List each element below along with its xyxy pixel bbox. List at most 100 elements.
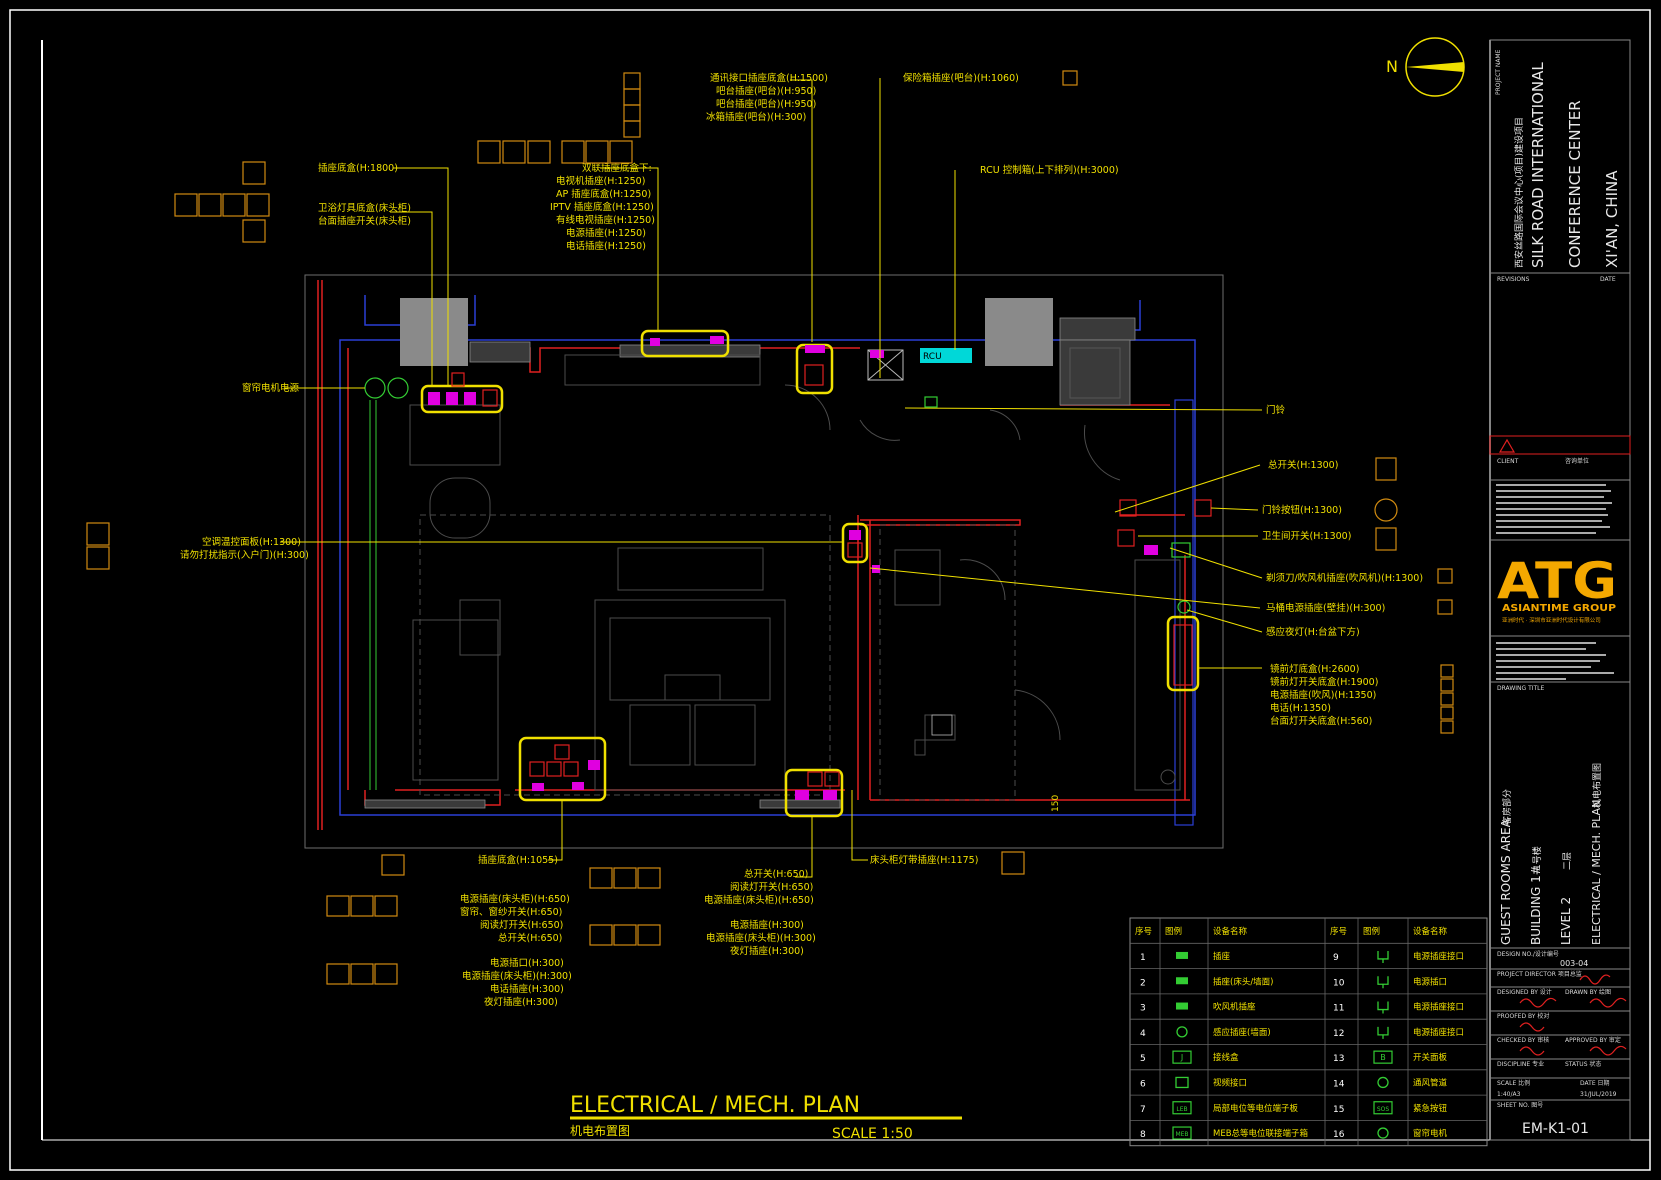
tb-level-cn: 二层 bbox=[1562, 852, 1573, 870]
legend-number: 16 bbox=[1333, 1130, 1345, 1140]
annotation-toilet-socket: 马桶电源插座(壁挂)(H:300) bbox=[1266, 602, 1385, 614]
switch-plate-details bbox=[86, 70, 1454, 985]
legend-symbol-text: J bbox=[1180, 1053, 1183, 1062]
legend-symbol-fan bbox=[1176, 977, 1188, 985]
annotation-bar-950-a: 吧台插座(吧台)(H:950) bbox=[716, 85, 816, 97]
annotation-shaver-socket: 剃须刀/吹风机插座(吹风机)(H:1300) bbox=[1266, 572, 1423, 584]
tb-project-director: PROJECT DIRECTOR 项目总监 bbox=[1497, 970, 1582, 978]
tb-sheet-no: EM-K1-01 bbox=[1522, 1121, 1589, 1137]
annotation-mirror-switch: 镜前灯开关底盒(H:1900) bbox=[1270, 676, 1378, 688]
legend-number: 10 bbox=[1333, 978, 1345, 988]
tb-consultant-label: 咨询单位 bbox=[1565, 457, 1589, 465]
tb-proofed-by: PROOFED BY 校对 bbox=[1497, 1012, 1549, 1020]
legend-number: 4 bbox=[1140, 1029, 1146, 1039]
legend-item-name: 紧急按钮 bbox=[1413, 1103, 1448, 1114]
legend-symbol-circle bbox=[1377, 1076, 1389, 1089]
legend-number: 12 bbox=[1333, 1029, 1344, 1039]
annotation-ac-thermostat: 空调温控面板(H:1300) bbox=[202, 536, 301, 548]
tb-area-cn: 客房部分 bbox=[1501, 789, 1513, 825]
tb-client-label: CLIENT bbox=[1497, 458, 1519, 465]
annotation-bedside-300-a: 电源插座(床头柜)(H:300) bbox=[462, 970, 572, 982]
annotation-tv-socket: 电视机插座(H:1250) bbox=[556, 175, 645, 187]
legend-item-name: 窗帘电机 bbox=[1413, 1128, 1448, 1139]
annotation-doorbell-button: 门铃按钮(H:1300) bbox=[1262, 504, 1342, 516]
legend-header: 图例 bbox=[1165, 926, 1182, 937]
legend-header: 序号 bbox=[1135, 926, 1152, 937]
tb-scale-value: 1:40/A3 bbox=[1497, 1091, 1521, 1098]
tb-revisions-label: REVISIONS bbox=[1497, 276, 1530, 283]
legend-number: 7 bbox=[1140, 1105, 1146, 1115]
annotation-iptv-socket: IPTV 插座底盒(H:1250) bbox=[550, 201, 654, 213]
annotation-group-right: 门铃 总开关(H:1300) 门铃按钮(H:1300) 卫生间开关(H:1300… bbox=[1262, 404, 1423, 727]
annotation-rcu-3000: RCU 控制箱(上下排列)(H:3000) bbox=[980, 164, 1119, 176]
legend-symbol-fan bbox=[1176, 1002, 1188, 1010]
annotation-power-1250: 电源插座(H:1250) bbox=[566, 227, 646, 239]
tb-project-cn: 西安丝路国际会议中心(项目)建设项目 bbox=[1513, 117, 1525, 268]
legend-item-name: 插座 bbox=[1213, 951, 1231, 962]
annotation-bar-950-b: 吧台插座(吧台)(H:950) bbox=[716, 98, 816, 110]
legend-symbol-plug bbox=[1377, 1026, 1389, 1039]
plan-scale: SCALE 1:50 bbox=[832, 1126, 913, 1142]
annotation-night-light: 感应夜灯(H:台盆下方) bbox=[1266, 626, 1360, 638]
annotation-fridge-300: 冰箱插座(吧台)(H:300) bbox=[706, 111, 806, 123]
annotation-main-switch: 总开关(H:1300) bbox=[1268, 459, 1338, 471]
tb-date-value: 31/JUL/2019 bbox=[1580, 1091, 1617, 1098]
annotation-hairdryer-socket: 电源插座(吹风)(H:1350) bbox=[1270, 689, 1376, 701]
legend-symbol-text: LEB bbox=[1176, 1106, 1187, 1113]
legend-item-name: 局部电位等电位端子板 bbox=[1213, 1103, 1299, 1114]
tb-building-cn: 1号楼 bbox=[1531, 846, 1543, 870]
legend-symbol-circle bbox=[1377, 1127, 1389, 1139]
legend-frame bbox=[1129, 917, 1488, 1147]
legend-number: 5 bbox=[1140, 1054, 1146, 1064]
legend-header: 图例 bbox=[1363, 926, 1380, 937]
tb-discipline: DISCIPLINE 专业 bbox=[1497, 1060, 1544, 1068]
legend-symbol-sos bbox=[1373, 1101, 1393, 1115]
tb-plan-en: ELECTRICAL / MECH. PLAN bbox=[1590, 800, 1603, 945]
annotation-reading-switch-650-a: 阅读灯开关(H:650) bbox=[480, 919, 563, 931]
legend-number: 6 bbox=[1140, 1079, 1146, 1089]
tb-project-en-2: CONFERENCE CENTER bbox=[1566, 100, 1584, 268]
tb-plan-cn: 机电布置图 bbox=[1591, 763, 1603, 808]
annotation-double-socket: 双联插座底盒下: bbox=[582, 162, 652, 174]
legend-symbol-text: MEB bbox=[1175, 1131, 1188, 1138]
annotation-bedside-300-b: 电源插座(床头柜)(H:300) bbox=[706, 932, 816, 944]
annotation-bedside-650-a: 电源插座(床头柜)(H:650) bbox=[460, 893, 570, 905]
legend-item-name: MEB总等电位联接端子箱 bbox=[1213, 1128, 1309, 1139]
legend-number: 13 bbox=[1333, 1054, 1344, 1064]
annotation-doorbell: 门铃 bbox=[1266, 404, 1286, 416]
tb-building-en: BUILDING 1# bbox=[1529, 865, 1543, 945]
tb-date-label-2: DATE 日期 bbox=[1580, 1079, 1610, 1087]
tb-level-en: LEVEL 2 bbox=[1559, 897, 1573, 945]
legend-symbol-j bbox=[1172, 1050, 1192, 1064]
legend-number: 11 bbox=[1333, 1004, 1344, 1014]
annotation-group-bottom: 插座底盒(H:1055) 电源插座(床头柜)(H:650) 窗帘、窗纱开关(H:… bbox=[460, 854, 978, 1008]
annotation-power-300-a: 电源插口(H:300) bbox=[490, 957, 564, 969]
legend-number: 9 bbox=[1333, 953, 1339, 963]
annotation-socket-1055: 插座底盒(H:1055) bbox=[478, 854, 558, 866]
annotation-phone-1250: 电话插座(H:1250) bbox=[566, 240, 646, 252]
tb-status: STATUS 状态 bbox=[1565, 1060, 1601, 1068]
legend-header: 设备名称 bbox=[1413, 926, 1448, 937]
legend-symbol-fan bbox=[1176, 951, 1188, 959]
annotation-night-300-a: 夜灯插座(H:300) bbox=[484, 996, 558, 1008]
leader-lines bbox=[280, 78, 1263, 878]
legend-item-name: 开关面板 bbox=[1413, 1052, 1448, 1063]
annotation-main-switch-650-a: 总开关(H:650) bbox=[498, 932, 562, 944]
legend-symbol-plug bbox=[1377, 976, 1389, 989]
title-block: PROJECT NAME 西安丝路国际会议中心(项目)建设项目 SILK ROA… bbox=[1489, 39, 1631, 1141]
legend-item-name: 接线盒 bbox=[1213, 1052, 1239, 1063]
legend-item-name: 感应插座(墙面) bbox=[1213, 1027, 1271, 1038]
warning-icon bbox=[1498, 438, 1516, 453]
legend-item-name: 电源插座接口 bbox=[1413, 1027, 1464, 1038]
tb-drawing-title-label: DRAWING TITLE bbox=[1497, 685, 1545, 692]
legend-symbol-leb bbox=[1172, 1101, 1192, 1115]
annotation-mirror-light: 镜前灯底盒(H:2600) bbox=[1270, 663, 1359, 675]
annotation-curtain-motor: 窗帘电机电源 bbox=[242, 382, 300, 394]
tb-sheet-no-label: SHEET NO. 图号 bbox=[1497, 1102, 1543, 1109]
legend-header: 设备名称 bbox=[1213, 926, 1248, 937]
annotation-bedside-lamp: 卫浴灯具底盒(床头柜) bbox=[318, 202, 411, 214]
annotation-bedside-650-b: 电源插座(床头柜)(H:650) bbox=[704, 894, 814, 906]
tb-project-en-3: XI'AN, CHINA bbox=[1603, 170, 1621, 268]
legend-number: 14 bbox=[1333, 1079, 1345, 1089]
